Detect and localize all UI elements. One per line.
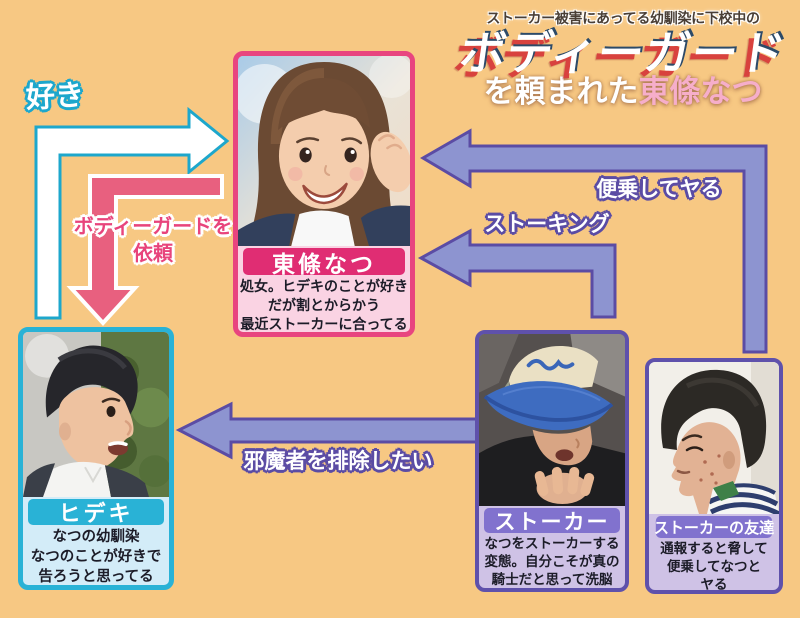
card-hideki: ヒデキ なつの幼馴染 なつのことが好きで 告ろうと思ってる (18, 327, 174, 590)
friend-desc-line: 通報すると脅して (660, 541, 768, 556)
natsu-desc-line: 最近ストーカーに合ってる (240, 316, 408, 332)
hideki-desc-line: なつの幼馴染 (52, 529, 140, 545)
title-sub-prefix: を頼まれた (483, 74, 639, 111)
label-bodyguard-line2: 依頼 (133, 243, 173, 265)
arrow-binjou (420, 128, 768, 354)
natsu-photo-illustration (238, 56, 410, 246)
card-friend: ストーカーの友達 通報すると脅して 便乗してなつと ヤる (645, 358, 783, 594)
friend-photo-illustration (649, 362, 779, 514)
friend-desc-line: 便乗してなつと (666, 559, 762, 574)
card-stalker: ストーカー なつをストーカーする 変態。自分こそが真の 騎士だと思って洗脳 (475, 330, 629, 592)
natsu-desc-line: 処女。ヒデキのことが好き (240, 278, 408, 294)
arrow-bodyguard (66, 174, 224, 326)
label-stalking: ストーキング (484, 213, 610, 236)
hideki-description: なつの幼馴染 なつのことが好きで 告ろうと思ってる (23, 527, 169, 585)
label-suki: 好き (25, 79, 85, 115)
stalker-name-badge: ストーカー (484, 508, 620, 534)
friend-description: 通報すると脅して 便乗してなつと ヤる (649, 540, 779, 592)
label-bodyguard: ボディーガードを 依頼 (64, 214, 242, 268)
hideki-name-badge: ヒデキ (28, 499, 164, 526)
natsu-photo (238, 56, 410, 246)
title-main: ボディーガード (456, 27, 790, 79)
hideki-photo (23, 332, 169, 497)
natsu-name-badge: 東條なつ (243, 248, 405, 277)
title-sub-heroine-name: 東條なつ (638, 74, 763, 111)
stalker-desc-line: なつをストーカーする (484, 536, 620, 551)
hideki-photo-illustration (23, 332, 169, 497)
friend-name-badge: ストーカーの友達 (654, 516, 774, 538)
title-block: ストーカー被害にあってる幼馴染に下校中の ボディーガード を頼まれた東條なつ (448, 8, 798, 108)
title-tagline: ストーカー被害にあってる幼馴染に下校中の (486, 11, 760, 27)
friend-photo (649, 362, 779, 514)
label-binjou: 便乗してヤる (596, 178, 722, 201)
label-bodyguard-line1: ボディーガードを (73, 216, 233, 238)
stalker-description: なつをストーカーする 変態。自分こそが真の 騎士だと思って洗脳 (479, 535, 625, 588)
label-exclude: 邪魔者を排除したい (243, 450, 433, 473)
natsu-desc-line: だが割とからかう (268, 297, 380, 313)
friend-desc-line: ヤる (700, 577, 728, 592)
natsu-description: 処女。ヒデキのことが好き だが割とからかう 最近ストーカーに合ってる (238, 277, 410, 332)
title-sub: を頼まれた東條なつ (448, 77, 798, 108)
card-natsu: 東條なつ 処女。ヒデキのことが好き だが割とからかう 最近ストーカーに合ってる (233, 51, 415, 337)
arrow-stalking (417, 228, 617, 319)
stalker-photo (479, 334, 625, 506)
stalker-photo-illustration (479, 334, 625, 506)
stalker-desc-line: 変態。自分こそが真の (484, 554, 620, 569)
arrow-suki (34, 106, 230, 320)
hideki-desc-line: なつのことが好きで (30, 549, 162, 565)
stalker-desc-line: 騎士だと思って洗脳 (491, 572, 613, 587)
arrow-exclude (175, 401, 479, 460)
hideki-desc-line: 告ろうと思ってる (38, 569, 154, 585)
